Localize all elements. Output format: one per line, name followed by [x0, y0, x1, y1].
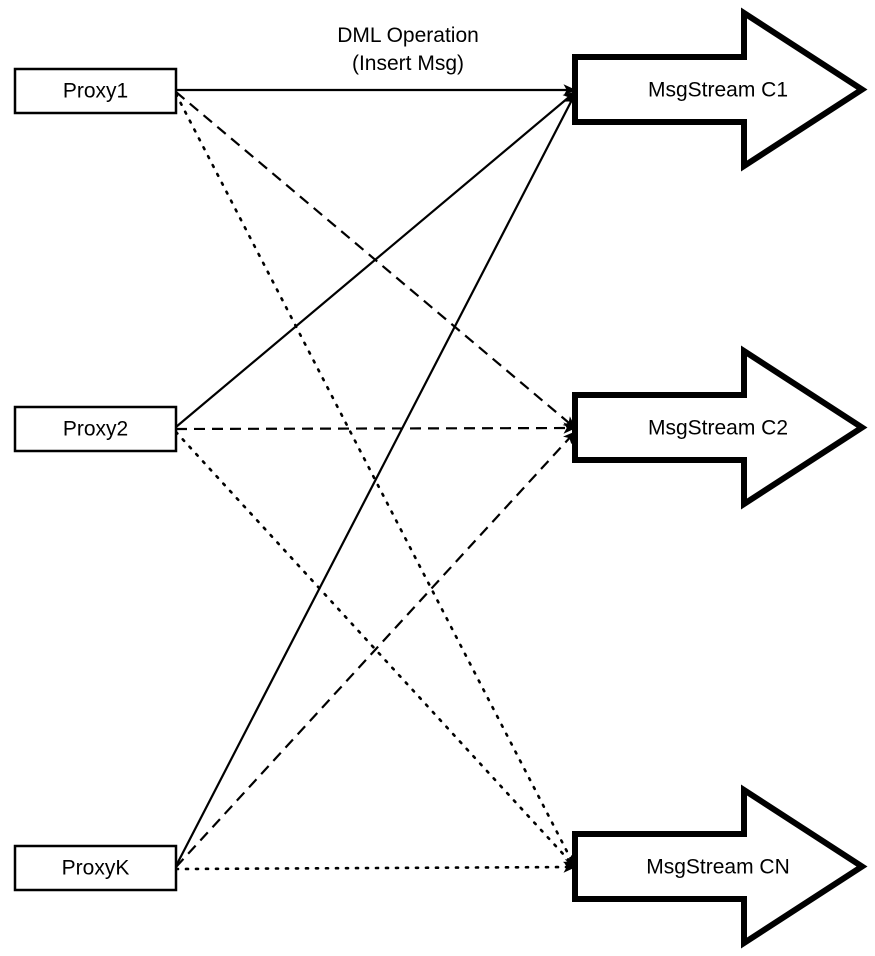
block-arrow-icon-cn: [572, 784, 868, 949]
proxy-box-proxyk: [13, 844, 178, 892]
proxy-box-proxy2: [13, 405, 178, 453]
proxy-box-proxy1: [13, 67, 178, 115]
edge-label-line2: (Insert Msg): [352, 52, 464, 75]
proxy-node-proxyk[interactable]: ProxyK: [13, 844, 178, 892]
stream-label-c1: MsgStream C1: [648, 79, 788, 102]
edge-label-dml-operation: DML Operation (Insert Msg): [337, 24, 479, 75]
edge-proxy2-c1: [175, 91, 576, 428]
block-arrow-icon-c1: [572, 7, 868, 172]
edge-label-line1: DML Operation: [337, 24, 479, 47]
proxy-node-proxy1[interactable]: Proxy1: [13, 67, 178, 115]
proxy-label-proxyk: ProxyK: [62, 857, 130, 880]
stream-node-group: MsgStream C1 MsgStream C2 MsgStream CN: [572, 7, 868, 949]
proxy-label-proxy1: Proxy1: [63, 80, 128, 103]
stream-node-cn[interactable]: MsgStream CN: [572, 784, 868, 949]
stream-label-cn: MsgStream CN: [646, 856, 790, 879]
edge-proxy2-c2: [175, 422, 577, 434]
stream-node-c2[interactable]: MsgStream C2: [572, 345, 868, 510]
edge-proxyk-c2: [175, 431, 576, 868]
edge-proxyk-cn: [174, 861, 577, 873]
block-arrow-icon-c2: [572, 345, 868, 510]
proxy-label-proxy2: Proxy2: [63, 418, 128, 441]
proxy-node-proxy2[interactable]: Proxy2: [13, 405, 178, 453]
edge-proxy2-cn: [174, 430, 577, 869]
edge-proxyk-c1: [175, 93, 576, 867]
proxy-node-group: Proxy1 Proxy2 ProxyK: [13, 67, 178, 892]
stream-label-c2: MsgStream C2: [648, 417, 788, 440]
stream-node-c1[interactable]: MsgStream C1: [572, 7, 868, 172]
edge-layer: [174, 84, 577, 873]
